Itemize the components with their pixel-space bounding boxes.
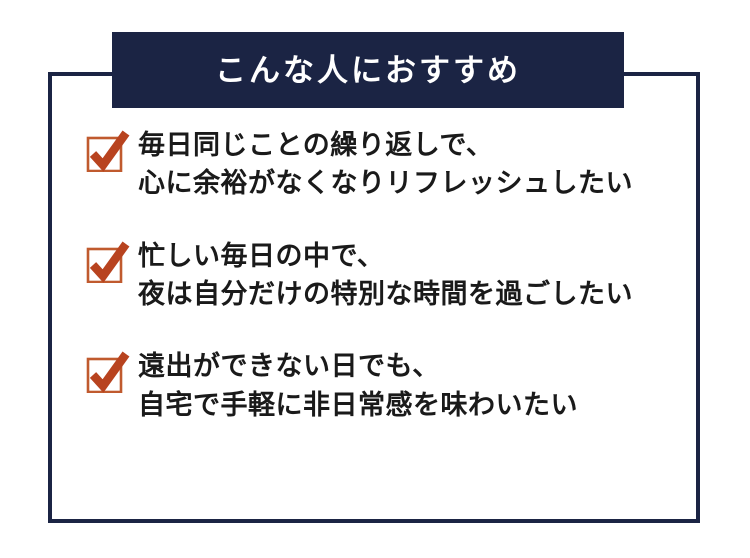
list-item-line-1: 遠出ができない日でも、 — [138, 351, 440, 382]
check-mark-icon — [84, 241, 130, 283]
list-item-text: 忙しい毎日の中で、 夜は自分だけの特別な時間を過ごしたい — [130, 237, 700, 314]
page-title: こんな人におすすめ — [215, 52, 521, 88]
list-item-line-2: 自宅で手軽に非日常感を味わいたい — [138, 389, 578, 420]
list-item-text: 遠出ができない日でも、 自宅で手軽に非日常感を味わいたい — [130, 347, 700, 424]
list-item-line-2: 心に余裕がなくなりリフレッシュしたい — [138, 168, 633, 199]
list-item-line-1: 毎日同じことの繰り返しで、 — [138, 130, 494, 160]
list-item-line-2: 夜は自分だけの特別な時間を過ごしたい — [138, 278, 633, 309]
list-item: 忙しい毎日の中で、 夜は自分だけの特別な時間を過ごしたい — [48, 237, 700, 314]
check-mark-icon — [84, 351, 130, 394]
card-header-banner: こんな人におすすめ — [112, 32, 624, 108]
recommendation-list: 毎日同じことの繰り返しで、 心に余裕がなくなりリフレッシュしたい 忙しい毎日の中… — [48, 126, 700, 424]
list-item: 遠出ができない日でも、 自宅で手軽に非日常感を味わいたい — [48, 347, 700, 424]
list-item-text: 毎日同じことの繰り返しで、 心に余裕がなくなりリフレッシュしたい — [130, 126, 700, 203]
list-item: 毎日同じことの繰り返しで、 心に余裕がなくなりリフレッシュしたい — [48, 126, 700, 203]
list-item-line-1: 忙しい毎日の中で、 — [138, 240, 385, 271]
check-mark-icon — [84, 130, 130, 172]
